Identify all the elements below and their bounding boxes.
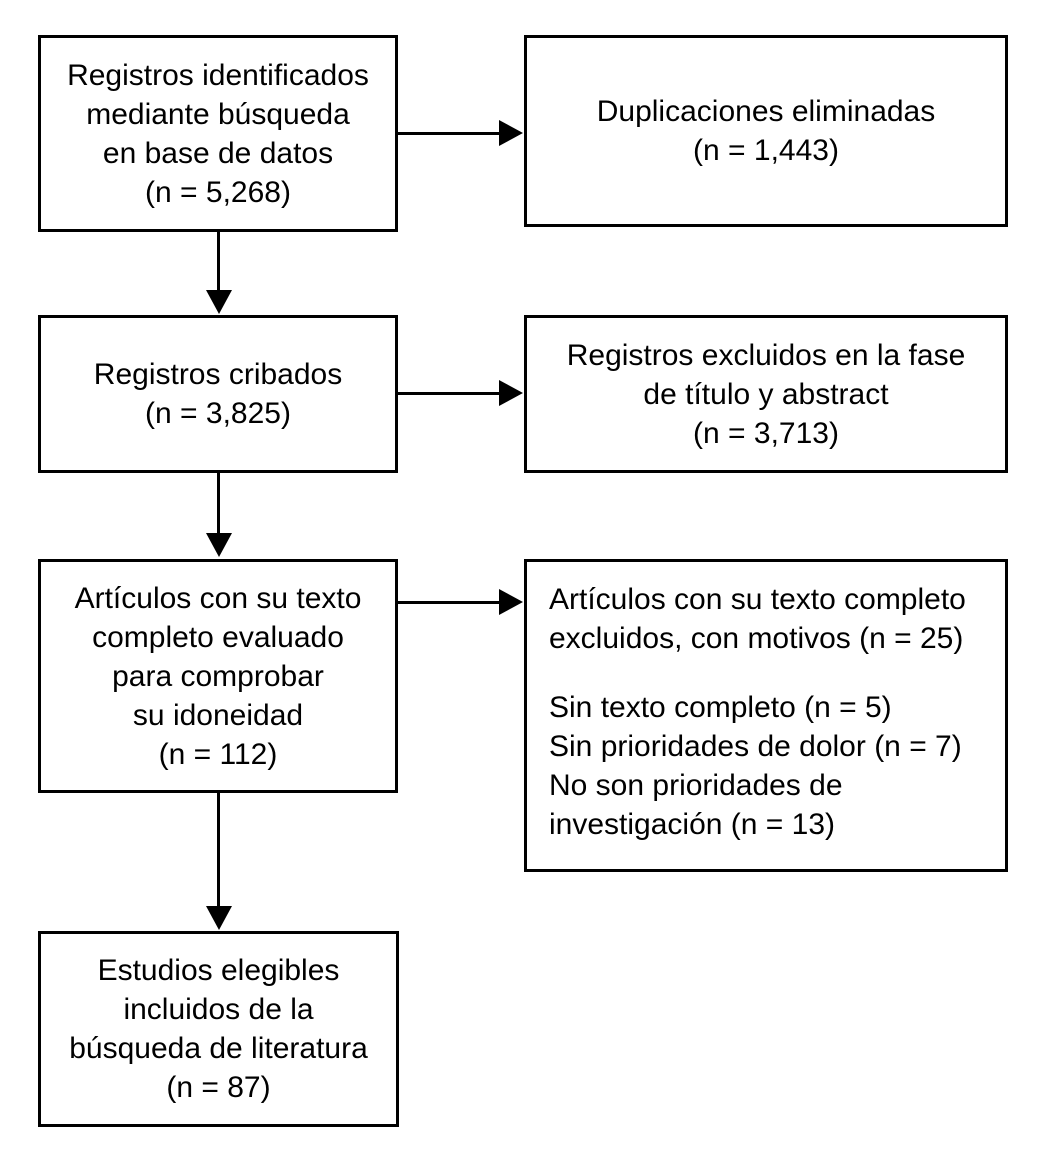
arrow-identified-to-duplicates	[398, 120, 524, 148]
box-text-line: Registros excluidos en la fase	[566, 338, 966, 372]
arrow-screened-to-excluded	[398, 380, 524, 408]
box-text-line: de título y abstract	[643, 377, 889, 411]
arrowhead-down-icon	[206, 906, 232, 930]
box-count-line: (n = 3,825)	[145, 397, 291, 430]
box-text-line: Registros identificados	[67, 58, 369, 92]
box-text-line: Estudios elegibles	[97, 954, 340, 987]
arrow-identified-to-screened	[206, 232, 232, 316]
arrow-screened-to-fulltext	[206, 473, 232, 559]
arrow-fulltext-to-excluded-reasons	[398, 589, 524, 617]
arrow-shaft	[398, 392, 503, 395]
arrowhead-down-icon	[206, 533, 232, 557]
arrowhead-right-icon	[499, 380, 523, 406]
box-reason-line: investigación (n = 13)	[549, 808, 835, 841]
arrow-shaft	[398, 601, 503, 604]
box-text-line: Duplicaciones eliminadas	[596, 95, 936, 128]
box-count-line: (n = 112)	[158, 737, 278, 771]
arrowhead-right-icon	[499, 120, 523, 146]
box-text-line: completo evaluado	[92, 620, 344, 654]
box-text-line: para comprobar	[112, 659, 324, 693]
records-screened-box: Registros cribados (n = 3,825)	[38, 315, 398, 473]
box-reason-line: Sin texto completo (n = 5)	[549, 691, 892, 724]
fulltext-assessed-box: Artículos con su texto completo evaluado…	[38, 559, 398, 793]
arrow-shaft	[217, 473, 220, 537]
box-count-line: (n = 1,443)	[693, 134, 839, 167]
arrow-fulltext-to-included	[206, 793, 232, 933]
box-count-line: (n = 87)	[166, 1071, 271, 1104]
box-text-line: búsqueda de literatura	[69, 1032, 368, 1065]
box-count-line: (n = 5,268)	[145, 175, 291, 209]
box-text-line: su idoneidad	[132, 698, 304, 732]
arrow-shaft	[217, 793, 220, 910]
box-text-line: Artículos con su texto completo	[549, 583, 966, 616]
box-reason-line: No son prioridades de	[549, 769, 843, 802]
records-excluded-title-abstract-box: Registros excluidos en la fase de título…	[524, 315, 1008, 473]
fulltext-excluded-reasons-box: Artículos con su texto completo excluido…	[524, 559, 1008, 872]
studies-included-box: Estudios elegibles incluidos de la búsqu…	[38, 931, 399, 1127]
arrowhead-right-icon	[499, 589, 523, 615]
box-text-line: Artículos con su texto	[74, 581, 362, 615]
box-count-line: (n = 3,713)	[693, 416, 839, 450]
arrow-shaft	[398, 132, 503, 135]
box-text-line: incluidos de la	[123, 993, 314, 1026]
box-text-line: Registros cribados	[93, 358, 343, 391]
box-text-line: en base de datos	[102, 136, 334, 170]
box-text-line: mediante búsqueda	[86, 97, 350, 131]
box-text-line: excluidos, con motivos (n = 25)	[549, 622, 964, 655]
box-reason-line: Sin prioridades de dolor (n = 7)	[549, 730, 962, 763]
arrow-shaft	[217, 232, 220, 294]
arrowhead-down-icon	[206, 290, 232, 314]
duplicates-removed-box: Duplicaciones eliminadas (n = 1,443)	[524, 35, 1008, 227]
records-identified-box: Registros identificados mediante búsqued…	[38, 35, 398, 232]
